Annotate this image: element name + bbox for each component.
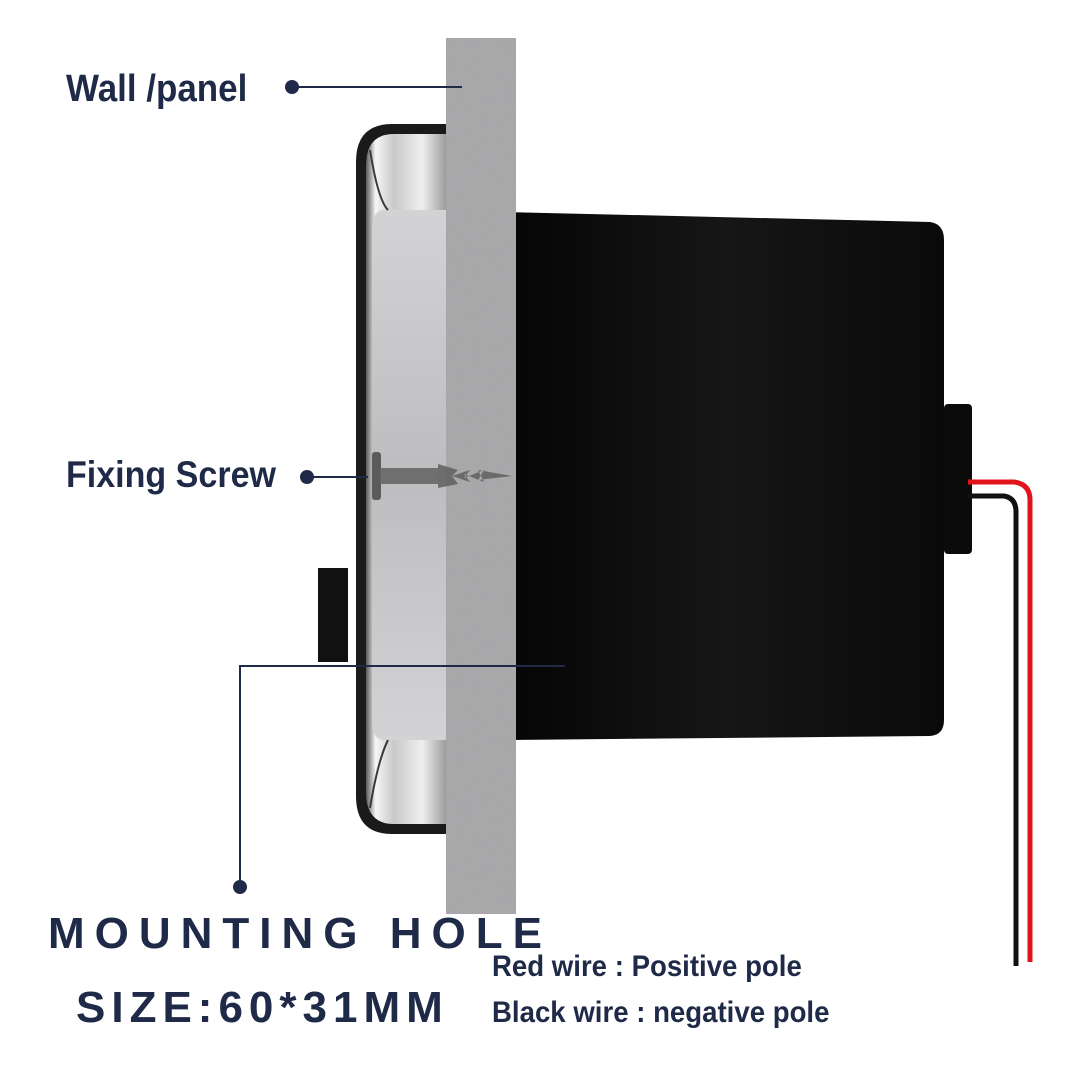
leader-dot-icon bbox=[285, 80, 299, 94]
mounting-hole-size: SIZE:60*31MM bbox=[76, 983, 449, 1032]
screw-icon bbox=[372, 452, 512, 500]
leader-dot-icon bbox=[233, 880, 247, 894]
mounting-hole-title: MOUNTING HOLE bbox=[48, 909, 552, 958]
wires bbox=[968, 479, 1033, 966]
device-body bbox=[505, 212, 972, 740]
red-wire bbox=[968, 479, 1033, 962]
mounting-bracket bbox=[318, 568, 348, 662]
leader-dot-icon bbox=[300, 470, 314, 484]
wall-panel-label: Wall /panel bbox=[66, 68, 248, 110]
red-wire-label: Red wire : Positive pole bbox=[492, 950, 802, 983]
black-wire-label: Black wire : negative pole bbox=[492, 996, 830, 1029]
leader-lines bbox=[233, 80, 565, 894]
black-wire bbox=[968, 493, 1019, 966]
fixing-screw-label: Fixing Screw bbox=[66, 454, 276, 495]
